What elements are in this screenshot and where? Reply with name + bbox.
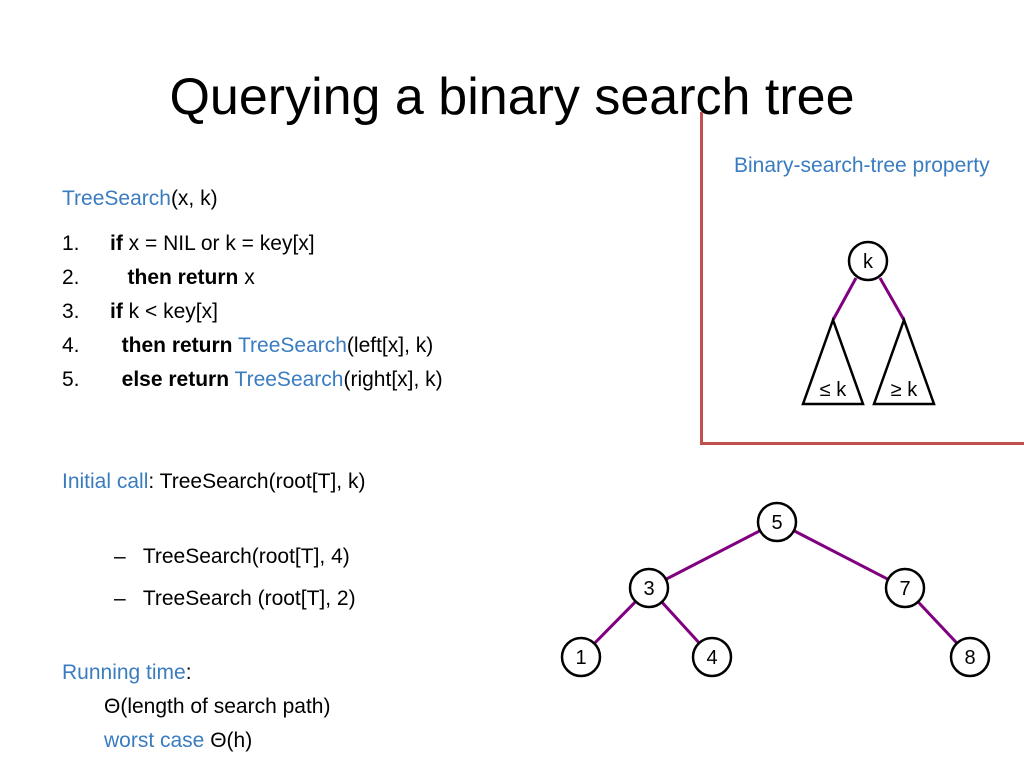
tree-node-8 (949, 636, 991, 678)
tree-node-7 (884, 567, 926, 609)
example-call-text: TreeSearch(root[T], 4) (142, 545, 350, 568)
recursive-call: TreeSearch (234, 368, 344, 391)
line-number: 3. (62, 300, 80, 323)
edge-5-3 (648, 520, 778, 590)
code-line-3: 3. if k < key[x] (62, 299, 218, 325)
bullet: – (114, 587, 126, 610)
property-left-edge (831, 277, 858, 321)
tree-node-label: 8 (964, 647, 975, 669)
line-number: 5. (62, 368, 80, 391)
code-text: (right[x], k) (343, 368, 443, 391)
code-text: x (238, 266, 255, 289)
function-args: (x, k) (170, 187, 218, 210)
code-line-5: 5. else return TreeSearch(right[x], k) (62, 367, 443, 393)
property-panel-border (700, 112, 1024, 445)
right-subtree-label: ≥ k (891, 379, 919, 401)
function-name: TreeSearch (62, 187, 171, 210)
keyword: then return (121, 334, 233, 357)
code-text: k < key[x] (122, 300, 218, 323)
left-subtree-label: ≤ k (820, 379, 848, 401)
line-number: 1. (62, 232, 80, 255)
property-root-label: k (863, 251, 874, 273)
tree-node-1 (560, 636, 602, 678)
code-text: x = NIL or k = key[x] (122, 232, 315, 255)
code-line-1: 1. if x = NIL or k = key[x] (62, 231, 315, 257)
code-line-4: 4. then return TreeSearch(left[x], k) (62, 333, 433, 359)
initial-call-label: Initial call (62, 470, 149, 493)
worst-case-value: Θ(h) (204, 729, 253, 752)
code-line-2: 2. then return x (62, 265, 255, 291)
tree-node-5 (756, 501, 798, 543)
keyword: if (110, 232, 123, 255)
keyword: else return (121, 368, 230, 391)
tree-node-label: 4 (706, 647, 717, 669)
property-right-edge (878, 277, 906, 321)
worst-case: worst case Θ(h) (104, 728, 252, 754)
left-subtree-triangle (801, 316, 865, 406)
tree-node-label: 3 (643, 578, 654, 600)
running-time-value: Θ(length of search path) (104, 695, 331, 718)
code-text: (left[x], k) (346, 334, 434, 357)
slide-title: Querying a binary search tree (169, 68, 855, 126)
initial-call: Initial call: TreeSearch(root[T], k) (62, 469, 365, 495)
recursive-call: TreeSearch (237, 334, 347, 357)
property-label: Binary-search-tree property (734, 154, 990, 177)
example-call-2: – TreeSearch (root[T], 2) (114, 586, 356, 612)
line-number: 4. (62, 334, 80, 357)
tree-node-3 (628, 567, 670, 609)
tree-node-label: 1 (575, 647, 586, 669)
keyword: then return (127, 266, 239, 289)
tree-node-label: 7 (899, 578, 910, 600)
example-call-text: TreeSearch (root[T], 2) (142, 587, 356, 610)
property-root-node (847, 240, 889, 282)
function-signature: TreeSearch(x, k) (62, 186, 218, 212)
line-number: 2. (62, 266, 80, 289)
initial-call-text: : TreeSearch(root[T], k) (148, 470, 366, 493)
tree-node-label: 5 (771, 512, 782, 534)
worst-case-label: worst case (104, 729, 205, 752)
running-time: Running time: (62, 661, 192, 684)
example-call-1: – TreeSearch(root[T], 4) (114, 544, 350, 570)
tree-node-4 (691, 636, 733, 678)
right-subtree-triangle (872, 316, 936, 406)
bullet: – (114, 545, 126, 568)
keyword: if (110, 300, 123, 323)
edge-5-7 (776, 520, 906, 590)
running-time-label: Running time (62, 661, 186, 684)
